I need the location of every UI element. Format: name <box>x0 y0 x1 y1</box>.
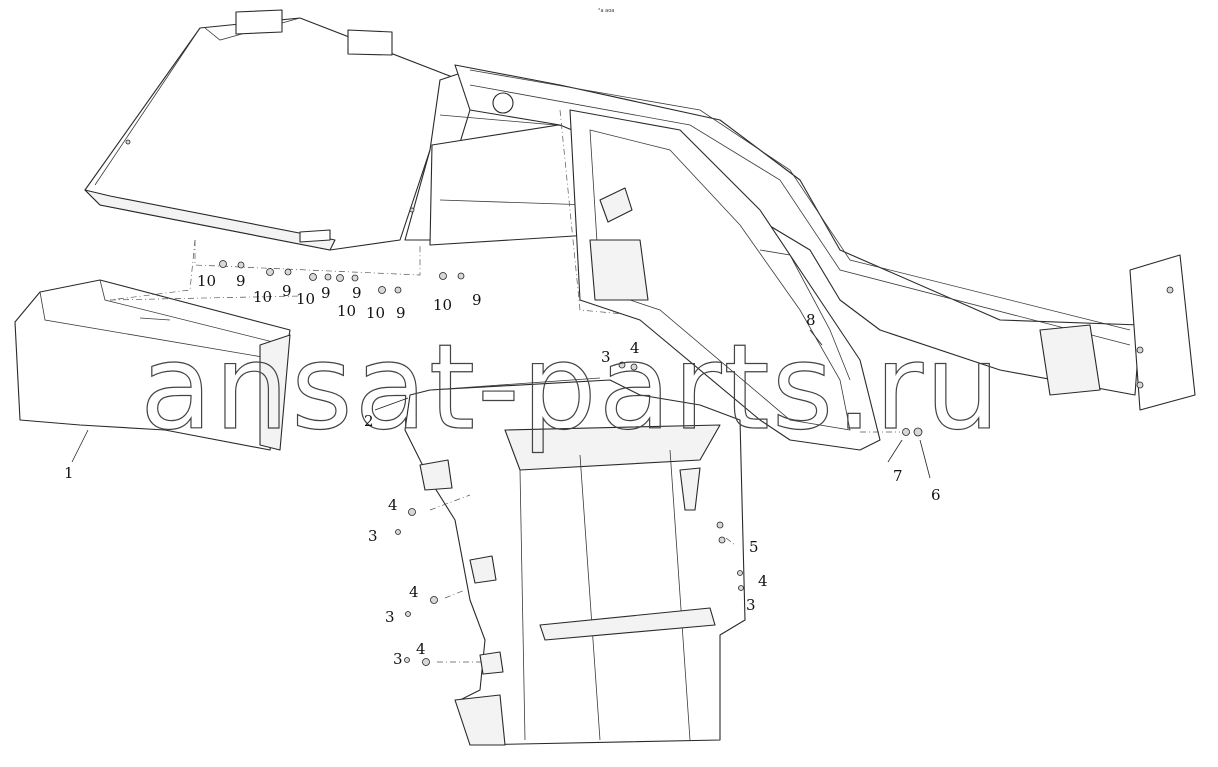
header-note: °a aoa <box>598 8 614 14</box>
callout-10b: 10 <box>253 288 272 306</box>
callout-2: 2 <box>364 412 374 430</box>
liner-fasteners <box>395 361 923 666</box>
callout-3a: 3 <box>601 348 611 366</box>
callout-9e: 9 <box>396 304 406 322</box>
callout-9f: 9 <box>472 291 482 309</box>
callout-4e: 4 <box>758 572 768 590</box>
callout-10f: 10 <box>433 296 452 314</box>
callout-10c: 10 <box>296 290 315 308</box>
callout-4b: 4 <box>388 496 398 514</box>
callout-6: 6 <box>931 486 941 504</box>
callout-3d: 3 <box>393 650 403 668</box>
callout-7: 7 <box>893 467 903 485</box>
clip-b <box>347 29 393 56</box>
callout-10a: 10 <box>197 272 216 290</box>
callout-3c: 3 <box>385 608 395 626</box>
body-frame-assembly <box>454 64 1196 451</box>
callout-9d: 9 <box>352 284 362 302</box>
callouts: 1 2 3 4 4 3 4 3 4 3 5 4 3 6 7 8 10 9 10 … <box>64 272 941 668</box>
callout-5: 5 <box>749 538 759 556</box>
callout-8: 8 <box>806 311 816 329</box>
callout-9a: 9 <box>236 272 246 290</box>
callout-4d: 4 <box>416 640 426 658</box>
callout-1: 1 <box>64 464 74 482</box>
callout-4c: 4 <box>409 583 419 601</box>
callout-3e: 3 <box>746 596 756 614</box>
part-1-side-panel <box>14 279 291 451</box>
watermark-text: ansat-parts.ru <box>140 318 1002 456</box>
callout-10d: 10 <box>337 302 356 320</box>
callout-9c: 9 <box>321 284 331 302</box>
clip-a <box>235 9 283 35</box>
callout-3b: 3 <box>368 527 378 545</box>
leader-lines <box>71 329 931 479</box>
fastener-row <box>109 239 465 301</box>
callout-4a: 4 <box>630 339 640 357</box>
callout-10e: 10 <box>366 304 385 322</box>
upper-panel-assembly <box>84 9 591 251</box>
part-2-liner <box>404 377 746 746</box>
callout-9b: 9 <box>282 282 292 300</box>
